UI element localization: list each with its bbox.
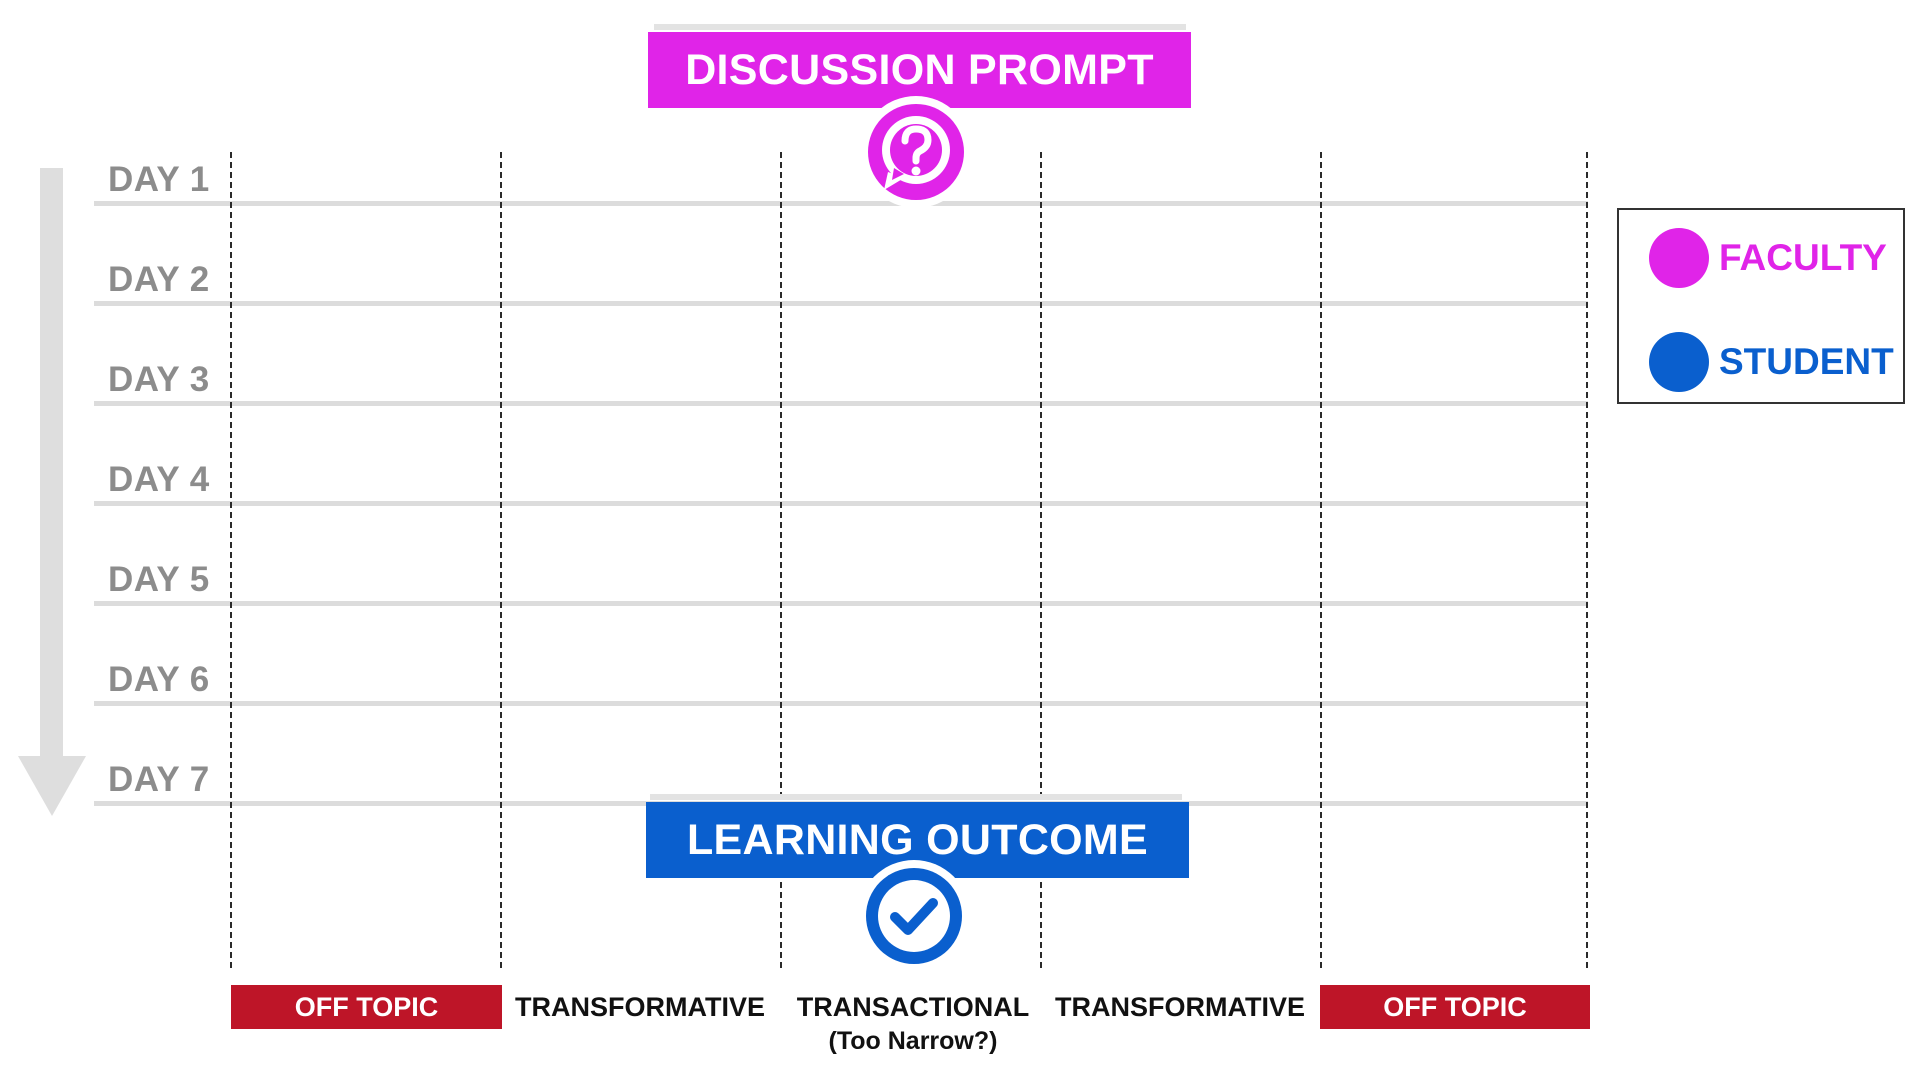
- day-label: DAY 3: [108, 360, 210, 399]
- column-divider: [1586, 152, 1588, 968]
- day-divider: [94, 301, 1588, 306]
- day-divider: [94, 401, 1588, 406]
- question-bubble-icon: [860, 96, 972, 208]
- category-transformative-left: TRANSFORMATIVE: [515, 992, 765, 1022]
- day-label: DAY 2: [108, 260, 210, 299]
- column-divider: [1320, 152, 1322, 968]
- checkmark-icon: [858, 860, 970, 972]
- category-transactional-sublabel: (Too Narrow?): [828, 1027, 998, 1055]
- column-divider: [230, 152, 232, 968]
- column-divider: [1040, 152, 1042, 968]
- column-divider: [780, 152, 782, 968]
- faculty-dot-icon: [1649, 228, 1709, 288]
- day-divider: [94, 501, 1588, 506]
- banner-shadow: [654, 24, 1186, 30]
- day-label: DAY 6: [108, 660, 210, 699]
- category-transformative-right: TRANSFORMATIVE: [1055, 992, 1305, 1022]
- day-divider: [94, 601, 1588, 606]
- legend-label-faculty: FACULTY: [1719, 237, 1887, 278]
- down-arrow-icon: [18, 168, 86, 816]
- day-label: DAY 5: [108, 560, 210, 599]
- column-divider: [500, 152, 502, 968]
- legend-label-student: STUDENT: [1719, 341, 1894, 382]
- category-transactional: TRANSACTIONAL: [796, 992, 1030, 1022]
- day-divider: [94, 701, 1588, 706]
- category-off-topic-right: OFF TOPIC: [1320, 985, 1590, 1029]
- category-off-topic-left: OFF TOPIC: [231, 985, 502, 1029]
- banner-shadow: [650, 794, 1182, 800]
- learning-outcome-banner: LEARNING OUTCOME: [646, 802, 1189, 878]
- day-divider: [94, 201, 1588, 206]
- day-label: DAY 4: [108, 460, 210, 499]
- legend: FACULTY STUDENT: [1617, 208, 1905, 404]
- day-label: DAY 7: [108, 760, 210, 799]
- day-label: DAY 1: [108, 160, 210, 199]
- student-dot-icon: [1649, 332, 1709, 392]
- discussion-prompt-banner: DISCUSSION PROMPT: [648, 32, 1191, 108]
